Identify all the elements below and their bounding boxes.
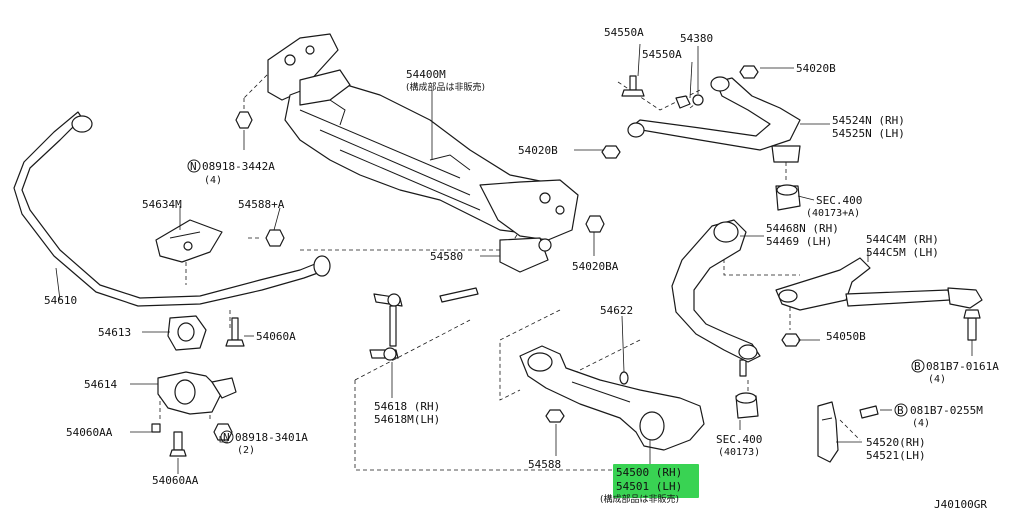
upper-bushing-sec400 [775,184,801,211]
leader-lines [55,43,973,474]
lower-bushing-sec400 [735,392,759,419]
circle-b-1: B [914,360,921,373]
label-54020ba: 54020BA [572,260,619,273]
front-lower-link-54468n [671,219,761,363]
label-081b7-0161a: 081B7-0161A [926,360,999,373]
stabilizer-link-54618 [369,293,403,361]
label-544c4m: 544C4M (RH) [866,233,939,246]
label-54588: 54588 [528,458,561,471]
label-54524n: 54524N (RH) [832,114,905,127]
label-54501: 54501 (LH) [616,480,682,493]
assembly-dashed-lines [159,69,861,471]
label-sec400-bot-ref: (40173) [718,447,760,458]
label-54469: 54469 (LH) [766,235,832,248]
label-54380: 54380 [680,32,713,45]
bracket-54520 [817,401,839,463]
label-54613: 54613 [98,326,131,339]
label-08918-3442a: 08918-3442A [202,160,275,173]
label-54622: 54622 [600,304,633,317]
label-54610: 54610 [44,294,77,307]
label-08918-3401a: 08918-3401A [235,431,308,444]
part-labels: 54400M (構成部品は非販売) 54550A 54550A 54380 54… [44,26,999,511]
label-54588a: 54588+A [238,198,285,211]
label-54060aa-2: 54060AA [152,474,199,487]
circle-n-2: N [223,431,230,444]
label-sec400-top: SEC.400 [816,194,862,207]
circle-n-1: N [190,160,197,173]
compression-rod-544c4m [775,257,983,311]
label-08918-3442a-qty: (4) [204,175,222,186]
label-08918-3401a-qty: (2) [237,445,255,456]
label-54580: 54580 [430,250,463,263]
circle-b-2: B [897,404,904,417]
label-54618: 54618 (RH) [374,400,440,413]
fasteners [151,65,981,457]
label-081b7-0161a-qty: (4) [928,374,946,385]
stabilizer-bracket-54634m [155,219,223,263]
label-54050b: 54050B [826,330,866,343]
label-sec400-top-ref: (40173+A) [806,208,860,219]
transverse-link-54500 [519,345,705,451]
circled-prefix-symbols: N N B B [187,159,925,444]
stabilizer-bushing-54613 [167,315,207,351]
diagram-code: J40100GR [934,498,987,511]
label-54500-note: (構成部品は非販売) [600,493,679,505]
label-54634m: 54634M [142,198,182,211]
label-54525n: 54525N (LH) [832,127,905,140]
label-54614: 54614 [84,378,117,391]
label-54468n: 54468N (RH) [766,222,839,235]
suspension-member [267,33,579,273]
label-081b7-0255m: 081B7-0255M [910,404,983,417]
stabilizer-bar [13,111,331,307]
label-54521: 54521(LH) [866,449,926,462]
stabilizer-clamp-54614 [157,371,237,415]
label-54400m-note: (構成部品は非販売) [406,81,485,93]
label-54500: 54500 (RH) [616,466,682,479]
label-54060aa-1: 54060AA [66,426,113,439]
label-54400m: 54400M [406,68,446,81]
label-sec400-bot: SEC.400 [716,433,762,446]
label-54520: 54520(RH) [866,436,926,449]
label-54020b-mid: 54020B [518,144,558,157]
label-54618m: 54618M(LH) [374,413,440,426]
label-544c5m: 544C5M (LH) [866,246,939,259]
label-081b7-0255m-qty: (4) [912,418,930,429]
label-54020b-top: 54020B [796,62,836,75]
label-54060a-1: 54060A [256,330,296,343]
label-54550a-2: 54550A [642,48,682,61]
label-54550a-1: 54550A [604,26,644,39]
part-highlight [613,464,699,498]
upper-link-54524n [627,76,801,163]
